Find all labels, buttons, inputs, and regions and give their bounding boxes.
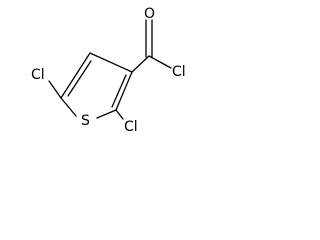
atom-label-s-ring: S [81,113,90,129]
molecule-structure: O Cl Cl S Cl [31,6,186,135]
bond-c3-ccarbonyl [131,55,150,73]
atom-label-cl-ring-left: Cl [31,67,45,83]
bond-c5-cl [48,80,62,99]
bond-c2-s [96,109,117,119]
bond-c3-c2 [115,71,133,111]
atom-label-cl-ring-right: Cl [124,119,138,135]
bonds [48,19,172,120]
bond-c5-c4 [60,52,91,99]
bond-s-c5 [60,97,77,117]
bond-c5-c4-inner [67,60,92,97]
atom-label-o-carbonyl: O [144,6,155,22]
bond-c4-c3 [89,52,133,73]
bond-ccarbonyl-cl [148,55,172,69]
bond-c3-c2-inner [111,74,127,108]
atom-labels: O Cl Cl S Cl [31,6,186,135]
bond-c2-cl [115,109,124,120]
atom-label-cl-acyl: Cl [172,64,186,80]
